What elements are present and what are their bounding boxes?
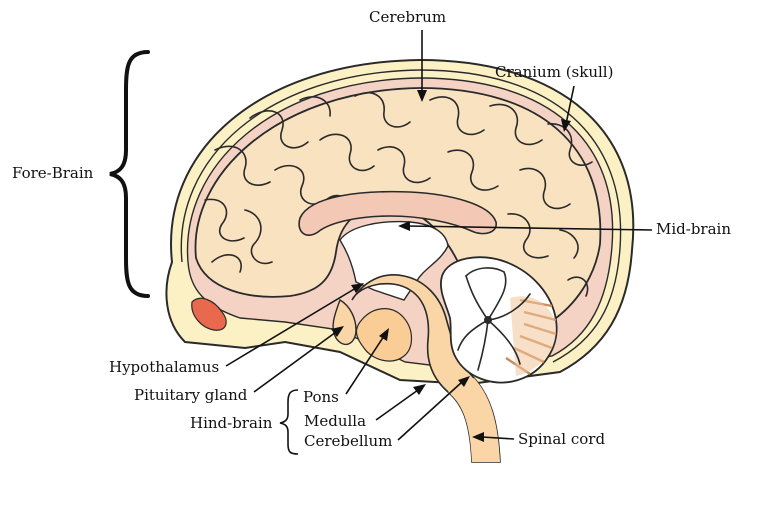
- medulla-arrowhead: [413, 384, 426, 395]
- cerebellum-leader: [397, 381, 463, 441]
- frontal-sinus: [191, 297, 227, 331]
- pons-arrowhead: [379, 328, 389, 341]
- fore-brain-brace: [109, 50, 150, 298]
- pons-leader: [345, 335, 385, 395]
- hypothalamus-leader: [225, 287, 357, 367]
- spinal-cord-shape: [448, 378, 500, 462]
- cranium-leader: [565, 85, 575, 125]
- label-hypothalamus: Hypothalamus: [109, 358, 219, 376]
- label-fore-brain: Fore-Brain: [12, 164, 94, 182]
- hind-brain-brace: [279, 389, 299, 455]
- label-medulla: Medulla: [304, 412, 366, 430]
- cerebrum-arrowhead: [417, 90, 427, 102]
- mid-brain-arrowhead: [398, 221, 410, 231]
- mid-brain-leader: [407, 225, 653, 231]
- skull-inner-line: [180, 69, 622, 363]
- corpus-callosum: [298, 190, 497, 236]
- label-mid-brain: Mid-brain: [656, 220, 731, 238]
- label-cerebellum: Cerebellum: [304, 432, 392, 450]
- label-pituitary-gland: Pituitary gland: [134, 386, 248, 404]
- spinal-cord-arrowhead: [472, 432, 484, 442]
- cerebellum-arrowhead: [458, 376, 470, 387]
- cranium-arrowhead: [561, 119, 571, 132]
- pituitary-arrowhead: [331, 326, 344, 337]
- label-cerebrum: Cerebrum: [369, 8, 446, 26]
- medulla-leader: [375, 389, 419, 421]
- cerebellum-shape: [440, 256, 558, 384]
- label-pons: Pons: [303, 388, 339, 406]
- ventricle-space: [339, 220, 449, 301]
- pituitary-leader: [253, 331, 337, 393]
- label-hind-brain: Hind-brain: [190, 414, 273, 432]
- label-cranium: Cranium (skull): [495, 63, 613, 81]
- label-spinal-cord: Spinal cord: [518, 430, 605, 448]
- spinal-cord-leader: [481, 436, 515, 440]
- hypothalamus-arrowhead: [351, 283, 364, 293]
